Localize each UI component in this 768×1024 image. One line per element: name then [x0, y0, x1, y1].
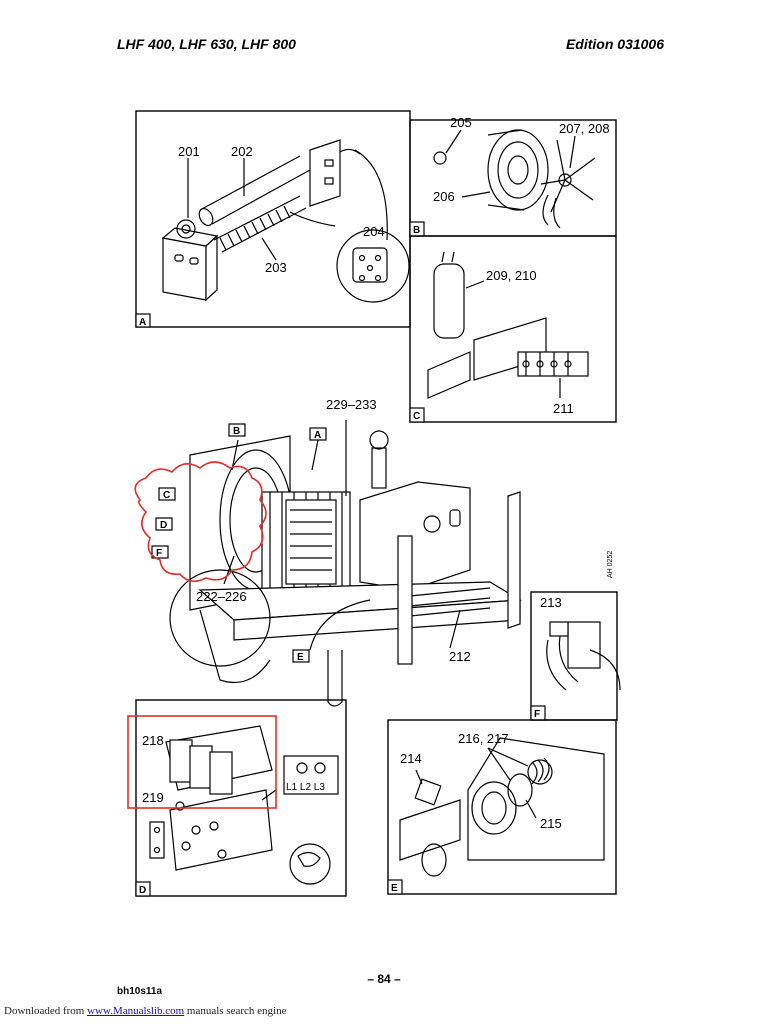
panel-tag-f: F	[534, 709, 540, 720]
panel-c	[409, 235, 617, 423]
callout-a: A	[314, 430, 321, 441]
drawing-code: AH 0252	[607, 551, 614, 578]
callout-f: F	[156, 548, 162, 559]
part-label-216-217: 216, 217	[458, 731, 509, 746]
panel-b	[409, 119, 617, 237]
document-models-title: LHF 400, LHF 630, LHF 800	[117, 36, 296, 52]
panel-f	[530, 591, 621, 721]
part-label-211: 211	[553, 401, 574, 416]
part-label-222-226: 222–226	[196, 589, 247, 604]
callout-c: C	[163, 490, 170, 501]
part-label-203: 203	[265, 260, 287, 275]
panel-e	[387, 719, 617, 895]
download-footer: Downloaded from www.Manualslib.com manua…	[4, 1005, 286, 1017]
part-label-206: 206	[433, 189, 455, 204]
main-assembly	[151, 420, 522, 707]
part-label-229-233: 229–233	[326, 397, 377, 412]
manualslib-link[interactable]: www.Manualslib.com	[87, 1005, 185, 1017]
part-label-219: 219	[142, 790, 164, 805]
page-number: – 84 –	[367, 972, 401, 986]
part-label-209-210: 209, 210	[486, 268, 537, 283]
panel-tag-c: C	[413, 411, 420, 422]
callout-e: E	[297, 652, 304, 663]
part-label-218: 218	[142, 733, 164, 748]
callout-d: D	[160, 520, 167, 531]
panel-tag-e: E	[391, 883, 398, 894]
part-label-204: 204	[363, 224, 385, 239]
part-label-202: 202	[231, 144, 253, 159]
panel-tag-a: A	[139, 317, 146, 328]
part-label-215: 215	[540, 816, 562, 831]
panel-tag-b: B	[413, 225, 420, 236]
part-label-212: 212	[449, 649, 471, 664]
callout-b: B	[233, 426, 240, 437]
footer-suffix: manuals search engine	[186, 1005, 287, 1017]
part-label-213: 213	[540, 595, 562, 610]
edition-label: Edition 031006	[565, 36, 664, 52]
part-label-201: 201	[178, 144, 200, 159]
red-markup	[127, 461, 277, 809]
part-label-207-208: 207, 208	[559, 121, 610, 136]
part-label-214: 214	[400, 751, 422, 766]
document-code: bh10s11a	[117, 986, 163, 997]
panel-tag-d: D	[139, 885, 146, 896]
panel-d	[135, 699, 347, 897]
terminal-labels: L1 L2 L3	[286, 782, 325, 793]
panel-a	[135, 110, 411, 328]
part-label-205: 205	[450, 115, 472, 130]
part-labels: 201 202 203 204 A 205 206 207, 208 B 209…	[139, 115, 614, 896]
footer-prefix: Downloaded from	[4, 1005, 85, 1017]
